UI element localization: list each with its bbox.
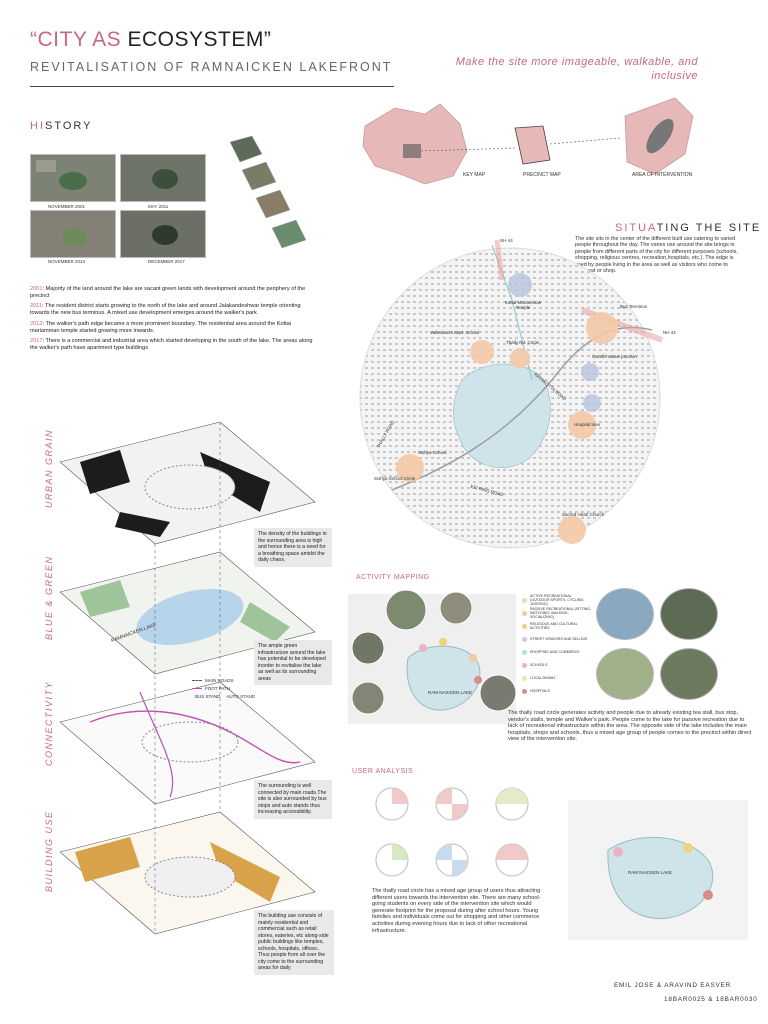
layer-stack-diagram bbox=[59, 421, 330, 942]
legend-swatch bbox=[522, 610, 527, 616]
satellite-photo-2011 bbox=[120, 154, 206, 202]
user-analysis-map bbox=[568, 800, 748, 940]
precinct-map-label: PRECINCT MAP bbox=[523, 172, 561, 178]
legend-label: MAIN ROADS bbox=[205, 677, 234, 683]
history-text: 2001: Majority of the land around the la… bbox=[30, 286, 320, 356]
legend-swatch bbox=[522, 675, 527, 681]
photo-label: NOVEMBER 2013 bbox=[48, 259, 86, 264]
activity-photos bbox=[596, 588, 746, 708]
map-label: NH 44 bbox=[663, 330, 676, 335]
history-entry: 2013: The walker's path edge became a mo… bbox=[30, 320, 292, 334]
activity-legend-item: SHOPPING AND COMMERCE bbox=[522, 648, 592, 656]
layer-label-building-use: BUILDING USE bbox=[44, 810, 54, 892]
legend-swatch bbox=[522, 623, 527, 629]
history-heading: HISTORY bbox=[30, 120, 93, 132]
context-maps bbox=[355, 96, 705, 186]
map-label: Sishya School bbox=[418, 450, 447, 455]
page-subtitle: REVITALISATION OF RAMNAICKEN LAKEFRONT bbox=[30, 60, 393, 74]
history-tilted-stack bbox=[212, 132, 312, 272]
activity-legend-item: LOCAL DINING bbox=[522, 674, 592, 682]
user-analysis-text: The thally road circle has a mixed age g… bbox=[372, 888, 541, 934]
map-label: Kottai Mariamman Temple bbox=[504, 300, 542, 310]
legend-swatch bbox=[522, 597, 527, 603]
layer-label-urban-grain: URBAN GRAIN bbox=[44, 428, 54, 508]
legend-label: AUTO STAND bbox=[226, 693, 256, 699]
activity-legend: ACTIVE RECREATIONAL (OUTDOOR SPORTS, CYC… bbox=[522, 594, 592, 700]
satellite-photo-2001 bbox=[30, 154, 116, 202]
map-label: Thally Rd. Circle bbox=[506, 340, 540, 345]
satellite-photo-2017 bbox=[120, 210, 206, 258]
legend-label: HOSPITALS bbox=[530, 689, 550, 693]
layer-note-connectivity: The surrounding is well connected by mai… bbox=[254, 780, 332, 819]
legend-label: SHOPPING AND COMMERCE bbox=[530, 650, 580, 654]
activity-map bbox=[348, 588, 517, 730]
history-entry: 2017: There is a commercial and industri… bbox=[30, 338, 313, 351]
activity-legend-item: SCHOOLS bbox=[522, 661, 592, 669]
legend-swatch bbox=[522, 636, 527, 642]
map-label: Gandhi statue junction bbox=[592, 354, 637, 359]
user-analysis-clocks bbox=[370, 782, 550, 892]
activity-photo bbox=[596, 588, 654, 640]
activity-photo bbox=[660, 648, 718, 700]
history-entry: 2001: Majority of the land around the la… bbox=[30, 286, 306, 299]
activity-legend-item: HOSPITALS bbox=[522, 687, 592, 695]
activity-photo bbox=[596, 648, 654, 700]
situating-text: The site sits in the center of the diffe… bbox=[575, 236, 738, 274]
history-photo-grid: NOVEMBER 2001 MAY 2011 NOVEMBER 2013 DEC… bbox=[30, 154, 210, 264]
legend-label: ACTIVE RECREATIONAL (OUTDOOR SPORTS, CYC… bbox=[530, 594, 585, 606]
layer-note-building-use: The building use consists of mainly resi… bbox=[254, 910, 334, 975]
map-label: Hospital lane bbox=[574, 422, 601, 427]
situating-heading: SITUATING THE SITE bbox=[615, 222, 762, 234]
legend-swatch bbox=[522, 662, 527, 668]
user-analysis-heading: USER ANALYSIS bbox=[352, 768, 414, 775]
legend-label: FOOT PATH bbox=[205, 685, 231, 691]
tagline: Make the site more imageable, walkable, … bbox=[455, 56, 698, 82]
legend-label: LOCAL DINING bbox=[530, 676, 556, 680]
footer-names: EMIL JOSE & ARAVIND EASVER bbox=[614, 982, 732, 989]
activity-legend-item: STREET VENDORS AND SELLING bbox=[522, 635, 592, 643]
user-analysis-lake-label: RAM NAICKEN LAKE bbox=[628, 870, 673, 875]
map-label: Sacred Heart Church bbox=[562, 512, 605, 517]
footer-ids: 18BAR0025 & 18BAR0030 bbox=[664, 996, 758, 1003]
site-circular-map bbox=[352, 239, 668, 556]
activity-photo bbox=[660, 588, 718, 640]
photo-label: NOVEMBER 2001 bbox=[48, 204, 86, 209]
map-label: Sishya School Circle bbox=[374, 476, 416, 481]
connectivity-legend: MAIN ROADS FOOT PATH BUS STAND AUTO STAND bbox=[192, 676, 256, 706]
legend-label: STREET VENDORS AND SELLING bbox=[530, 637, 588, 641]
legend-label: BUS STAND bbox=[195, 693, 221, 699]
layer-note-urban-grain: The density of the buildings in the surr… bbox=[254, 528, 332, 567]
history-entry: 2011: The resident district starts growi… bbox=[30, 303, 301, 317]
photo-label: MAY 2011 bbox=[148, 204, 169, 209]
map-label: Vallankanni Matt. School bbox=[430, 330, 480, 335]
layer-note-blue-green: The ample green infrastructure around th… bbox=[254, 640, 332, 685]
key-map-label: KEY MAP bbox=[463, 172, 486, 178]
map-label: NH 44 bbox=[500, 238, 513, 243]
activity-mapping-heading: ACTIVITY MAPPING bbox=[356, 574, 430, 581]
activity-legend-item: ACTIVE RECREATIONAL (OUTDOOR SPORTS, CYC… bbox=[522, 594, 592, 606]
activity-legend-item: RELIGIOUS AND CULTURAL ACTIVITIES bbox=[522, 622, 592, 630]
photo-label: DECEMBER 2017 bbox=[148, 259, 185, 264]
legend-label: SCHOOLS bbox=[530, 663, 548, 667]
layer-label-connectivity: CONNECTIVITY bbox=[44, 680, 54, 766]
legend-swatch bbox=[522, 688, 527, 694]
legend-label: RELIGIOUS AND CULTURAL ACTIVITIES bbox=[530, 622, 578, 630]
intervention-map-label: AREA OF INTERVENTION bbox=[632, 172, 693, 178]
page-title: “CITY AS ECOSYSTEM” bbox=[30, 28, 272, 51]
legend-swatch bbox=[522, 649, 527, 655]
layer-label-blue-green: BLUE & GREEN bbox=[44, 555, 54, 640]
title-divider bbox=[30, 86, 394, 87]
activity-legend-item: PASSIVE RECREATIONAL (SITTING, WATCHING,… bbox=[522, 607, 592, 619]
activity-lake-label: RAM NAICKEN LAKE bbox=[428, 690, 473, 695]
activity-text: The thally road circle generates activit… bbox=[508, 710, 752, 743]
map-label: Bus Terminus bbox=[620, 304, 648, 309]
legend-label: PASSIVE RECREATIONAL (SITTING, WATCHING,… bbox=[530, 607, 592, 619]
satellite-photo-2013 bbox=[30, 210, 116, 258]
